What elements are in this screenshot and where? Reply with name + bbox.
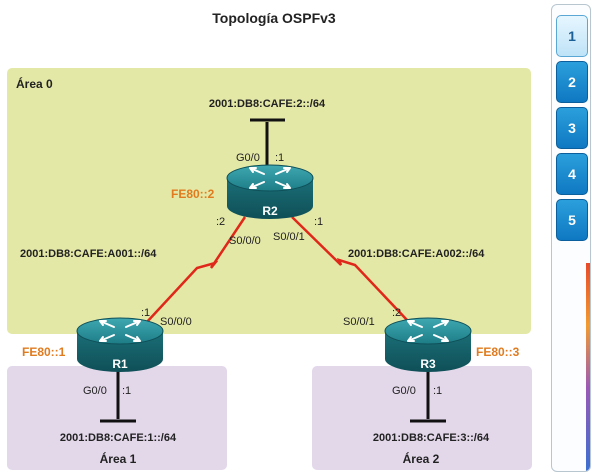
r2-lan-network: 2001:DB8:CAFE:2::/64 — [209, 98, 326, 110]
r1-s000-interface: S0/0/0 — [160, 316, 192, 328]
r1-lan-stub — [100, 370, 136, 423]
router-r2[interactable]: R2 — [226, 164, 314, 220]
router-r1[interactable]: R1 — [76, 317, 164, 373]
router-r1-name: R1 — [112, 357, 128, 371]
r2-link-local: FE80::2 — [171, 187, 215, 201]
r2-s001-host: :1 — [314, 216, 323, 228]
area-0-label: Área 0 — [16, 76, 53, 91]
step-button-3[interactable]: 3 — [556, 107, 588, 149]
r2-g00-host: :1 — [275, 152, 284, 164]
router-r2-name: R2 — [262, 204, 278, 218]
r3-lan-stub — [410, 370, 446, 423]
r3-s001-interface: S0/0/1 — [343, 316, 375, 328]
rail-accent-stripe — [586, 263, 590, 471]
r1-g00-host: :1 — [122, 385, 131, 397]
step-button-1[interactable]: 1 — [556, 15, 588, 57]
router-r3[interactable]: R3 — [384, 317, 472, 373]
serial-link-r1-r2 — [145, 216, 247, 324]
r2-s000-host: :2 — [216, 216, 225, 228]
step-button-2[interactable]: 2 — [556, 61, 588, 103]
r3-s001-host: :2 — [392, 307, 401, 319]
r1-g00-interface: G0/0 — [83, 385, 107, 397]
serial-link-r2-r3 — [291, 216, 408, 321]
area-2-label: Área 2 — [403, 451, 440, 466]
r1-s000-host: :1 — [141, 307, 150, 319]
topology-canvas: Área 0 Área 1 Área 2 R2 R1 R — [7, 68, 532, 470]
step-button-5[interactable]: 5 — [556, 199, 588, 241]
r3-lan-network: 2001:DB8:CAFE:3::/64 — [373, 432, 490, 444]
r2-s000-interface: S0/0/0 — [229, 235, 261, 247]
r1-lan-network: 2001:DB8:CAFE:1::/64 — [60, 432, 177, 444]
r2-lan-stub — [250, 118, 285, 168]
r1-link-local: FE80::1 — [22, 345, 66, 359]
link-r1-r2-network: 2001:DB8:CAFE:A001::/64 — [20, 248, 157, 260]
diagram-title: Topología OSPFv3 — [212, 10, 336, 26]
step-button-4[interactable]: 4 — [556, 153, 588, 195]
r2-s001-interface: S0/0/1 — [273, 231, 305, 243]
router-r3-name: R3 — [420, 357, 436, 371]
link-r2-r3-network: 2001:DB8:CAFE:A002::/64 — [348, 248, 485, 260]
step-navigation: 1 2 3 4 5 — [551, 4, 591, 472]
r2-g00-interface: G0/0 — [236, 152, 260, 164]
r3-g00-interface: G0/0 — [392, 385, 416, 397]
r3-g00-host: :1 — [433, 385, 442, 397]
area-2-box — [312, 366, 532, 470]
r3-link-local: FE80::3 — [476, 345, 520, 359]
area-1-label: Área 1 — [100, 451, 137, 466]
